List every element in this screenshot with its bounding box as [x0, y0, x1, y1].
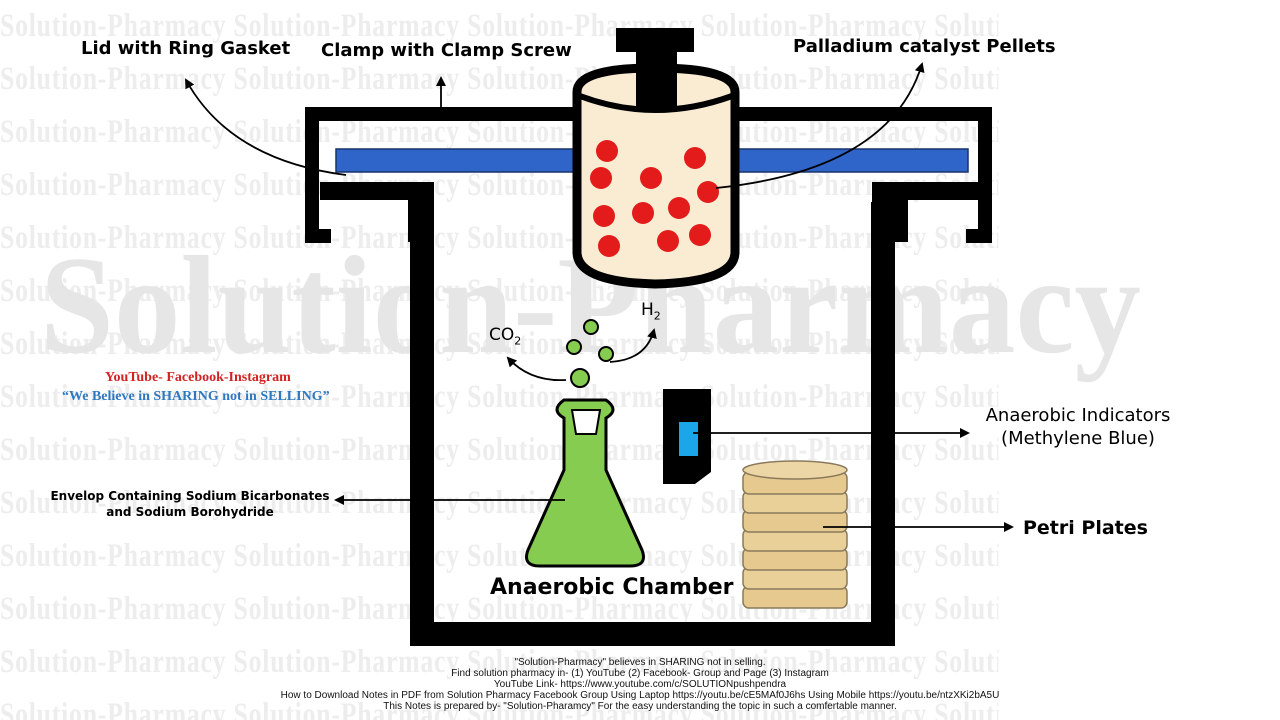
promo-slogan: “We Believe in SHARING not in SELLING”: [62, 389, 330, 404]
watermark-row: Solution-Pharmacy Solution-Pharmacy Solu…: [0, 697, 998, 720]
chamber-title: Anaerobic Chamber: [490, 575, 734, 600]
envelope-flask: [525, 398, 645, 568]
footer-notes: "Solution-Pharmacy" believes in SHARING …: [0, 657, 1280, 712]
chamber-lid: [305, 107, 992, 243]
lid-arrow: [185, 78, 347, 176]
petri-plate-top: [742, 460, 848, 480]
catalyst-pellet: [668, 197, 690, 219]
catalyst-pellet: [689, 224, 711, 246]
petri-plate-stack: [742, 460, 848, 609]
envelope-label: Envelop Containing Sodium Bicarbonates a…: [46, 488, 334, 520]
h2-arrow: [609, 328, 657, 363]
catalyst-pellet: [598, 235, 620, 257]
indicator-label: Anaerobic Indicators (Methylene Blue): [975, 404, 1181, 450]
gas-bubble: [598, 346, 614, 362]
lid-flange-right: [872, 182, 978, 242]
catalyst-pellet: [657, 230, 679, 252]
footer-line: This Notes is prepared by- "Solution-Pha…: [383, 701, 897, 712]
clamp-label: Clamp with Clamp Screw: [321, 40, 572, 61]
promo-platforms: YouTube- Facebook-Instagram: [105, 370, 291, 385]
flask-neck-label: [570, 409, 602, 435]
clamp-screw: [616, 28, 694, 112]
catalyst-arrow: [715, 62, 925, 189]
footer-line: Find solution pharmacy in- (1) YouTube (…: [451, 668, 829, 679]
methylene-blue-strip: [679, 422, 698, 456]
watermark-row: Solution-Pharmacy Solution-Pharmacy Solu…: [0, 644, 998, 680]
h2-label: H2: [641, 300, 661, 323]
co2-label: CO2: [489, 325, 522, 348]
catalyst-pellet: [596, 140, 618, 162]
catalyst-pellet: [593, 205, 615, 227]
indicator-label-line1: Anaerobic Indicators: [985, 405, 1171, 426]
footer-line: "Solution-Pharmacy" believes in SHARING …: [514, 657, 766, 668]
gas-bubble: [570, 368, 590, 388]
gas-bubble: [566, 339, 582, 355]
catalyst-pellets: [590, 140, 719, 257]
watermark-row: Solution-Pharmacy Solution-Pharmacy Solu…: [0, 8, 998, 44]
lid-flange-left: [320, 182, 434, 242]
footer-line: YouTube Link- https://www.youtube.com/c/…: [493, 679, 787, 690]
catalyst-pellet: [640, 167, 662, 189]
envelope-label-line2: and Sodium Borohydride: [106, 505, 274, 519]
chamber-body: [410, 202, 895, 646]
footer-line: How to Download Notes in PDF from Soluti…: [280, 690, 1000, 701]
gas-bubbles: [566, 319, 614, 388]
catalyst-pellet: [632, 202, 654, 224]
co2-arrow: [506, 356, 567, 382]
petri-label: Petri Plates: [1023, 517, 1148, 539]
catalyst-pellet: [590, 167, 612, 189]
gas-bubble: [583, 319, 599, 335]
pointer-arrows: [185, 62, 1014, 532]
catalyst-pellet: [697, 181, 719, 203]
catalyst-label: Palladium catalyst Pellets: [793, 36, 1056, 57]
lid-label: Lid with Ring Gasket: [81, 38, 291, 59]
indicator-label-line2: (Methylene Blue): [1001, 428, 1155, 449]
envelope-label-line1: Envelop Containing Sodium Bicarbonates: [50, 489, 330, 503]
catalyst-pellet: [684, 147, 706, 169]
